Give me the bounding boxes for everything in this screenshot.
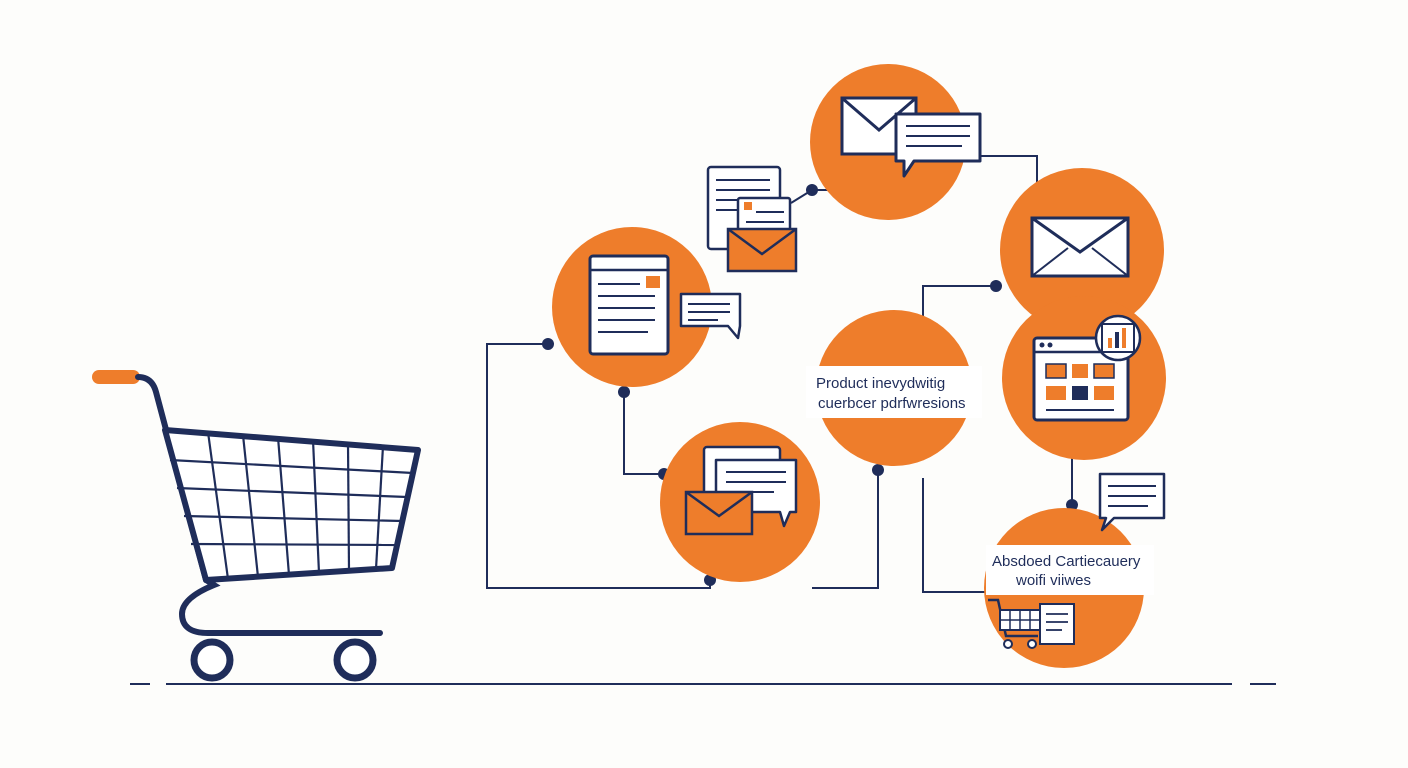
envelope-icon — [726, 227, 798, 273]
node-browser-document — [552, 227, 712, 387]
bottom-label-line2: woifi viiwes — [1015, 572, 1091, 589]
bar-chart-icon — [1094, 314, 1142, 362]
envelope-icon — [1030, 216, 1130, 278]
dashboard-icon — [1032, 336, 1130, 422]
node-abandoned-cart-recovery: Absdoed Cartiecauery woifi viiwes — [984, 508, 1154, 668]
document-icon — [1039, 603, 1075, 645]
shopping-cart-icon — [92, 370, 421, 682]
node-dashboard — [1002, 296, 1166, 460]
center-label-line2: cuerbcer pdrfwresions — [818, 395, 966, 412]
browser-window-icon — [588, 254, 670, 356]
chat-bubble-icon — [679, 292, 742, 340]
node-follow-up-email — [660, 422, 820, 582]
node-product-label: Product inevydwitig cuerbcer pdrfwresion… — [806, 310, 982, 466]
shopping-cart-icon — [988, 598, 1041, 649]
chat-bubble-icon — [1098, 472, 1166, 532]
bottom-label-line1: Absdoed Cartiecauery — [992, 553, 1141, 570]
envelope-icon — [684, 490, 754, 536]
node-email-reminder — [1000, 168, 1164, 332]
chat-bubble-icon — [894, 112, 982, 178]
center-label-line1: Product inevydwitig — [816, 375, 945, 392]
node-email-message — [810, 64, 982, 220]
